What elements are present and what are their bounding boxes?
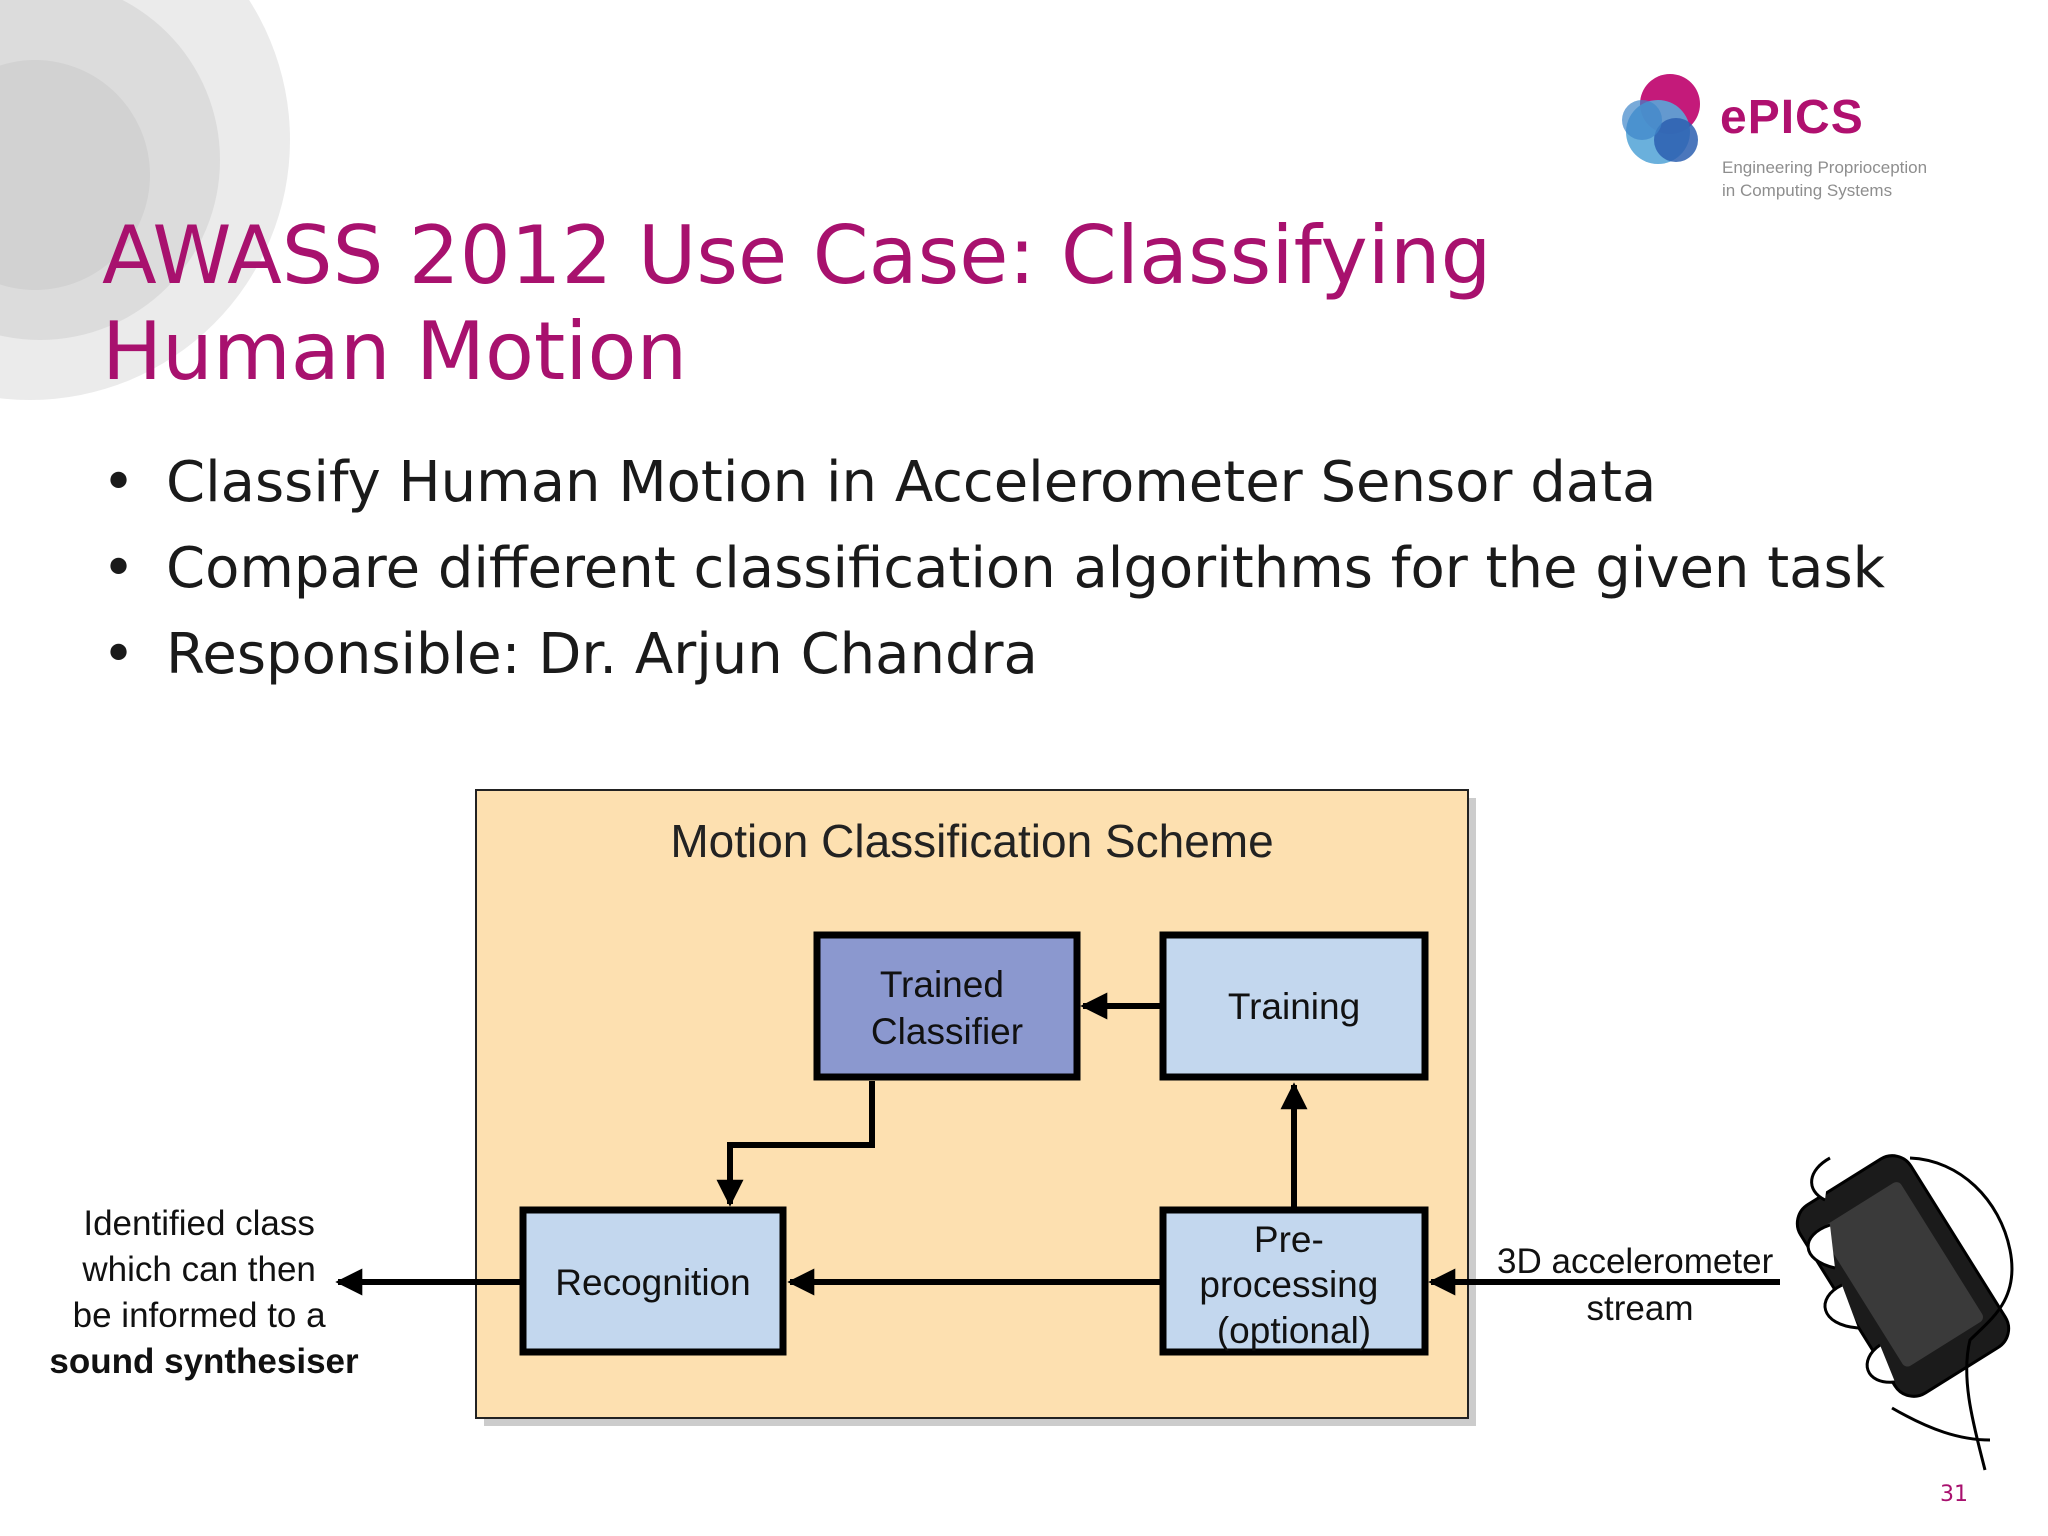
- motion-classification-diagram: Motion Classification Scheme Trained Cla…: [0, 780, 2048, 1500]
- page-number: 31: [1940, 1482, 1968, 1507]
- bullet-list: Classify Human Motion in Accelerometer S…: [102, 440, 1885, 698]
- preprocessing-label: Pre- processing (optional): [1199, 1219, 1388, 1351]
- trained-classifier-label: Trained Classifier: [871, 964, 1023, 1052]
- scheme-title: Motion Classification Scheme: [670, 815, 1273, 867]
- background-decoration: [0, 0, 340, 400]
- input-label: 3D accelerometer stream: [1497, 1242, 1783, 1328]
- logo-brand: ePICS: [1720, 91, 1864, 144]
- bullet-item: Compare different classification algorit…: [102, 526, 1885, 612]
- epics-logo: ePICS Engineering Proprioception in Comp…: [1600, 62, 1980, 212]
- diagram-canvas: Motion Classification Scheme Trained Cla…: [49, 789, 2014, 1471]
- epics-logo-mark: [1622, 74, 1700, 164]
- training-label: Training: [1228, 986, 1360, 1027]
- classifier-to-recognition-arrow: [716, 1081, 875, 1207]
- recognition-label: Recognition: [555, 1262, 750, 1303]
- bullet-item: Classify Human Motion in Accelerometer S…: [102, 440, 1885, 526]
- bullet-item: Responsible: Dr. Arjun Chandra: [102, 612, 1885, 698]
- logo-tagline: Engineering Proprioception in Computing …: [1722, 158, 1928, 200]
- trained-classifier-box: [813, 931, 1081, 1081]
- output-label: Identified class which can then be infor…: [49, 1204, 359, 1381]
- phone-in-hand-icon: [1795, 1154, 2014, 1471]
- slide-title: AWASS 2012 Use Case: Classifying Human M…: [102, 209, 1492, 398]
- preprocessing-box: [1159, 1206, 1429, 1356]
